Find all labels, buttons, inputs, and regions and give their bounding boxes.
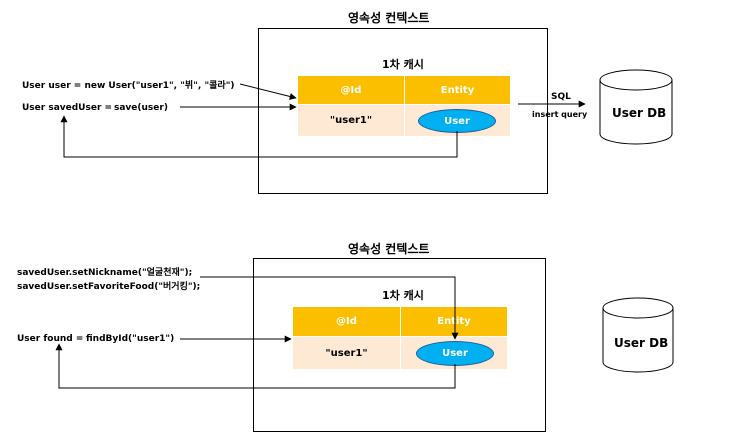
- top-code-line-1: User user = new User("user1", "뷔", "콜라"): [22, 81, 235, 91]
- bottom-user-db-cylinder: [602, 297, 674, 373]
- bottom-code-line-3-right: findById("user1"): [86, 334, 175, 344]
- top-context-title: 영속성 컨텍스트: [348, 11, 430, 25]
- bottom-col-entity-header: Entity: [401, 307, 507, 336]
- bottom-return-arrow: [55, 343, 456, 389]
- top-user-db-cylinder: [599, 69, 673, 145]
- bottom-cache-title: 1차 캐시: [382, 289, 424, 302]
- bottom-code-line-2: savedUser.setFavoriteFood("버거킹");: [17, 282, 201, 292]
- top-col-id-header: @Id: [298, 76, 404, 104]
- top-col-entity-header: Entity: [405, 76, 510, 104]
- bottom-col-id-header: @Id: [293, 307, 400, 336]
- bottom-context-title: 영속성 컨텍스트: [348, 242, 430, 256]
- top-return-arrow: [60, 115, 458, 158]
- sql-sub-label: insert query: [532, 110, 588, 119]
- bottom-row-id-cell: "user1": [293, 337, 400, 369]
- top-db-label: User DB: [612, 106, 667, 120]
- bottom-db-label: User DB: [614, 336, 669, 350]
- bottom-user-entity-ellipse: User: [416, 341, 494, 366]
- bottom-code-line-1: savedUser.setNickname("얼굴천재");: [17, 268, 193, 278]
- top-code-line-2-left: User savedUser =: [22, 103, 113, 113]
- top-cache-title: 1차 캐시: [382, 58, 424, 71]
- top-arrow-code-to-cache: [239, 83, 297, 100]
- top-row-id-cell: "user1": [298, 105, 404, 136]
- top-code-line-2-right: save(user): [114, 103, 168, 113]
- sql-label: SQL: [551, 92, 571, 102]
- bottom-code-line-3-left: User found =: [17, 334, 84, 344]
- bottom-arrow-setters-to-entity: [200, 276, 459, 340]
